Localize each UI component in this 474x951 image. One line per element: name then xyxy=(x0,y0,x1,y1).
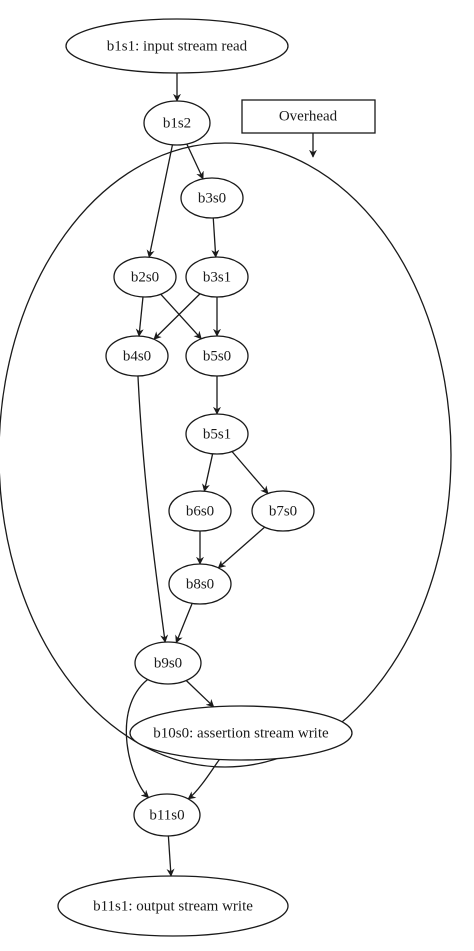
node-b5s0-label: b5s0 xyxy=(203,348,231,364)
edge-b10s0-to-b11s0 xyxy=(187,759,220,800)
node-b1s2-shape xyxy=(143,100,211,146)
node-b3s0: b3s0 xyxy=(180,177,244,219)
edge-b5s1-to-b7s0 xyxy=(231,451,269,495)
node-b10s0-shape xyxy=(129,705,353,761)
edge-b2s0-to-b4s0 xyxy=(135,296,144,337)
node-b1s1-label: b1s1: input stream read xyxy=(107,38,248,54)
node-b8s0: b8s0 xyxy=(168,563,232,605)
overhead-box xyxy=(241,99,376,134)
node-b9s0-label: b9s0 xyxy=(154,655,182,671)
node-b10s0: b10s0: assertion stream write xyxy=(129,705,353,761)
node-b3s1-shape xyxy=(185,256,249,298)
edge-b11s0-to-b11s1 xyxy=(166,835,175,877)
node-b6s0-label: b6s0 xyxy=(186,503,214,519)
edge-b3s1-to-b4s0 xyxy=(153,293,201,340)
overhead-region xyxy=(0,142,452,768)
node-b4s0-label: b4s0 xyxy=(123,348,151,364)
node-b5s0-shape xyxy=(185,335,249,377)
edge-b3s0-to-b3s1 xyxy=(211,217,220,258)
node-b11s1-shape xyxy=(57,875,289,937)
edge-b9s0-to-b11s0 xyxy=(125,679,150,799)
node-b5s1-label: b5s1 xyxy=(203,426,231,442)
node-b9s0: b9s0 xyxy=(134,641,202,685)
node-b8s0-label: b8s0 xyxy=(186,576,214,592)
node-b4s0-shape xyxy=(105,335,169,377)
node-b1s1: b1s1: input stream read xyxy=(65,18,289,74)
node-b11s0: b11s0 xyxy=(133,793,201,837)
node-b7s0-shape xyxy=(251,490,315,532)
edge-b4s0-to-b9s0 xyxy=(137,375,169,643)
node-b4s0: b4s0 xyxy=(105,335,169,377)
node-b6s0: b6s0 xyxy=(168,490,232,532)
node-b7s0-label: b7s0 xyxy=(269,503,297,519)
node-b5s1: b5s1 xyxy=(185,413,249,455)
edge-b1s2-to-b3s0 xyxy=(186,143,204,180)
node-b3s0-label: b3s0 xyxy=(198,190,226,206)
overhead-label: Overhead xyxy=(279,108,338,124)
node-b2s0-shape xyxy=(113,256,177,298)
node-b9s0-shape xyxy=(134,641,202,685)
node-b1s1-shape xyxy=(65,18,289,74)
edge-b9s0-to-b10s0 xyxy=(185,680,215,708)
node-b3s1: b3s1 xyxy=(185,256,249,298)
node-b7s0: b7s0 xyxy=(251,490,315,532)
node-b11s0-label: b11s0 xyxy=(149,807,184,823)
node-b10s0-label: b10s0: assertion stream write xyxy=(153,725,329,741)
node-b3s0-shape xyxy=(180,177,244,219)
node-b2s0-label: b2s0 xyxy=(131,269,159,285)
edge-b2s0-to-b5s0 xyxy=(160,293,202,340)
node-b3s1-label: b3s1 xyxy=(203,269,231,285)
node-b1s2-label: b1s2 xyxy=(163,115,191,131)
node-b2s0: b2s0 xyxy=(113,256,177,298)
edge-b7s0-to-b8s0 xyxy=(217,526,266,569)
edge-b5s1-to-b6s0 xyxy=(202,453,214,492)
edge-b1s2-to-b2s0 xyxy=(146,144,174,258)
node-b8s0-shape xyxy=(168,563,232,605)
node-b11s1-label: b11s1: output stream write xyxy=(93,898,253,914)
edges xyxy=(125,73,269,877)
node-b5s0: b5s0 xyxy=(185,335,249,377)
node-b11s0-shape xyxy=(133,793,201,837)
edge-b8s0-to-b9s0 xyxy=(175,603,193,644)
node-b5s1-shape xyxy=(185,413,249,455)
nodes: b1s1: input stream read b1s2 b3s0 b2s0 b3s1 b… xyxy=(57,18,353,937)
node-b6s0-shape xyxy=(168,490,232,532)
node-b1s2: b1s2 xyxy=(143,100,211,146)
node-b11s1: b11s1: output stream write xyxy=(57,875,289,937)
